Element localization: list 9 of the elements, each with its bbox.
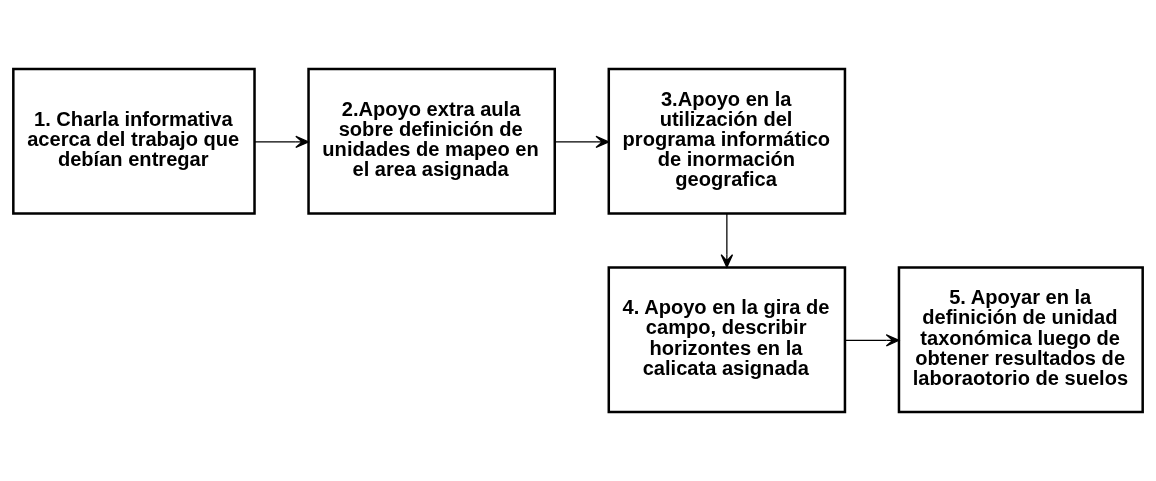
arrow — [253, 135, 309, 149]
arrow — [554, 135, 610, 149]
node-box: 1. Charla informativa acerca del trabajo que debían entregar — [12, 67, 256, 215]
node-box: 3.Apoyo en la utilización del programa informático de inormación geografica — [607, 67, 847, 215]
arrow — [720, 213, 734, 268]
node-box: 4. Apoyo en la gira de campo, describir horizontes en la calicata asignada — [607, 266, 847, 414]
node-box: 5. Apoyar en la definición de unidad taxonómica luego de obtener resultados de laboraotorio de suelos — [897, 266, 1144, 414]
node-box: 2.Apoyo extra aula sobre definición de unidades de mapeo en el area asignada — [307, 67, 556, 215]
arrow — [844, 334, 900, 347]
